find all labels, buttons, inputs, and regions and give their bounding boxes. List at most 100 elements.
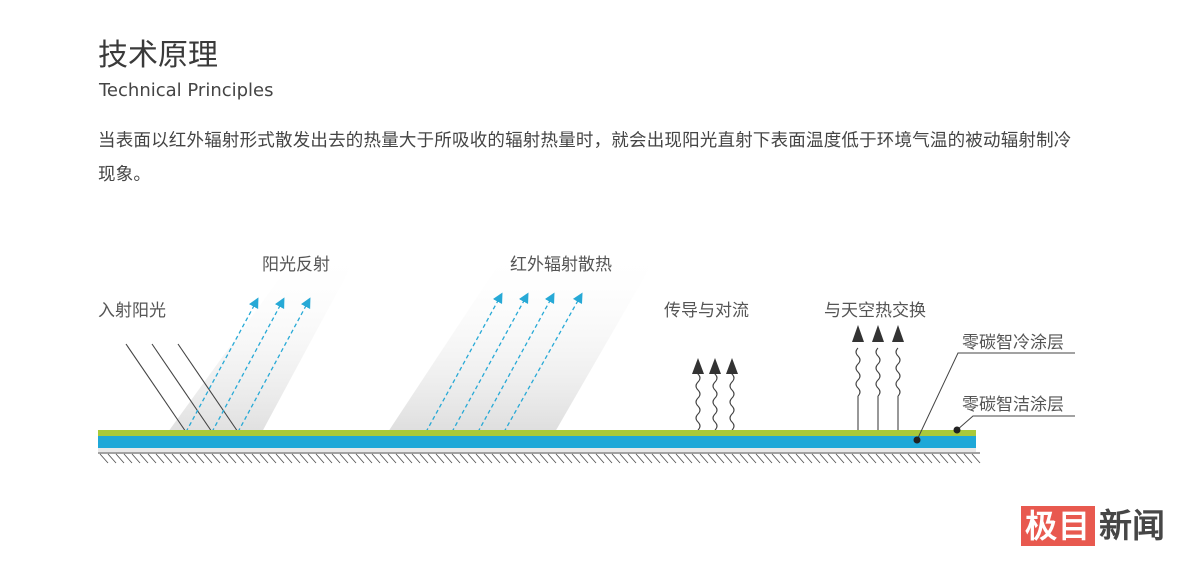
- hatch-line: [291, 453, 301, 464]
- hatch-line: [547, 453, 557, 464]
- hatch-line: [723, 453, 733, 464]
- ground-hatching: [99, 453, 981, 464]
- reflection-beam: [168, 250, 360, 432]
- hatch-line: [811, 453, 821, 464]
- hatch-line: [275, 453, 285, 464]
- hatch-line: [795, 453, 805, 464]
- infrared-rays: [425, 292, 583, 433]
- hatch-line: [115, 453, 125, 464]
- hatch-line: [363, 453, 373, 464]
- hatch-line: [467, 453, 477, 464]
- convection-arrows: [695, 365, 735, 431]
- hatch-line: [891, 453, 901, 464]
- hatch-line: [435, 453, 445, 464]
- label-clean-coating: 零碳智洁涂层: [962, 395, 1064, 415]
- clean-coating-layer: [98, 430, 976, 436]
- hatch-line: [163, 453, 173, 464]
- label-infrared-radiation: 红外辐射散热: [510, 255, 612, 275]
- hatch-line: [595, 453, 605, 464]
- page-subtitle: Technical Principles: [99, 80, 274, 101]
- hatch-line: [851, 453, 861, 464]
- hatch-line: [643, 453, 653, 464]
- hatch-line: [571, 453, 581, 464]
- hatch-line: [179, 453, 189, 464]
- label-sky-exchange: 与天空热交换: [824, 301, 926, 321]
- hatch-line: [219, 453, 229, 464]
- hatch-line: [915, 453, 925, 464]
- hatch-line: [691, 453, 701, 464]
- hatch-line: [947, 453, 957, 464]
- hatch-line: [371, 453, 381, 464]
- watermark-logo: 极目 新闻: [1020, 504, 1165, 548]
- hatch-line: [907, 453, 917, 464]
- hatch-line: [315, 453, 325, 464]
- hatch-line: [147, 453, 157, 464]
- hatch-line: [699, 453, 709, 464]
- reflected-rays: [185, 297, 311, 433]
- hatch-line: [859, 453, 869, 464]
- hatch-line: [419, 453, 429, 464]
- hatch-line: [523, 453, 533, 464]
- watermark-text: 新闻: [1099, 506, 1165, 545]
- hatch-line: [771, 453, 781, 464]
- label-sun-reflection: 阳光反射: [262, 255, 330, 275]
- hatch-line: [963, 453, 973, 464]
- hatch-line: [955, 453, 965, 464]
- hatch-line: [923, 453, 933, 464]
- hatch-line: [459, 453, 469, 464]
- hatch-line: [603, 453, 613, 464]
- hatch-line: [107, 453, 117, 464]
- hatch-line: [99, 453, 109, 464]
- hatch-line: [339, 453, 349, 464]
- hatch-line: [427, 453, 437, 464]
- hatch-line: [787, 453, 797, 464]
- hatch-line: [715, 453, 725, 464]
- hatch-line: [203, 453, 213, 464]
- hatch-line: [971, 453, 981, 464]
- hatch-line: [323, 453, 333, 464]
- hatch-line: [483, 453, 493, 464]
- hatch-line: [683, 453, 693, 464]
- hatch-line: [555, 453, 565, 464]
- hatch-line: [835, 453, 845, 464]
- hatch-line: [731, 453, 741, 464]
- hatch-line: [307, 453, 317, 464]
- hatch-line: [403, 453, 413, 464]
- hatch-line: [155, 453, 165, 464]
- hatch-line: [763, 453, 773, 464]
- hatch-line: [899, 453, 909, 464]
- hatch-line: [931, 453, 941, 464]
- convection-arrowheads: [692, 358, 738, 374]
- hatch-line: [883, 453, 893, 464]
- hatch-line: [171, 453, 181, 464]
- hatch-line: [387, 453, 397, 464]
- hatch-line: [451, 453, 461, 464]
- hatch-line: [259, 453, 269, 464]
- hatch-line: [875, 453, 885, 464]
- hatch-line: [211, 453, 221, 464]
- hatch-line: [747, 453, 757, 464]
- incident-rays: [125, 343, 239, 433]
- hatch-line: [739, 453, 749, 464]
- hatch-line: [675, 453, 685, 464]
- cold-coating-layer: [98, 436, 976, 448]
- hatch-line: [779, 453, 789, 464]
- hatch-line: [267, 453, 277, 464]
- label-cold-coating: 零碳智冷涂层: [962, 333, 1064, 353]
- hatch-line: [243, 453, 253, 464]
- hatch-line: [827, 453, 837, 464]
- hatch-line: [939, 453, 949, 464]
- hatch-line: [755, 453, 765, 464]
- hatch-line: [299, 453, 309, 464]
- infrared-beam: [388, 250, 660, 432]
- hatch-line: [443, 453, 453, 464]
- hatch-line: [187, 453, 197, 464]
- hatch-line: [867, 453, 877, 464]
- hatch-line: [499, 453, 509, 464]
- hatch-line: [355, 453, 365, 464]
- hatch-line: [531, 453, 541, 464]
- description: 当表面以红外辐射形式散发出去的热量大于所吸收的辐射热量时，就会出现阳光直射下表面…: [98, 131, 1072, 185]
- hatch-line: [651, 453, 661, 464]
- hatch-line: [611, 453, 621, 464]
